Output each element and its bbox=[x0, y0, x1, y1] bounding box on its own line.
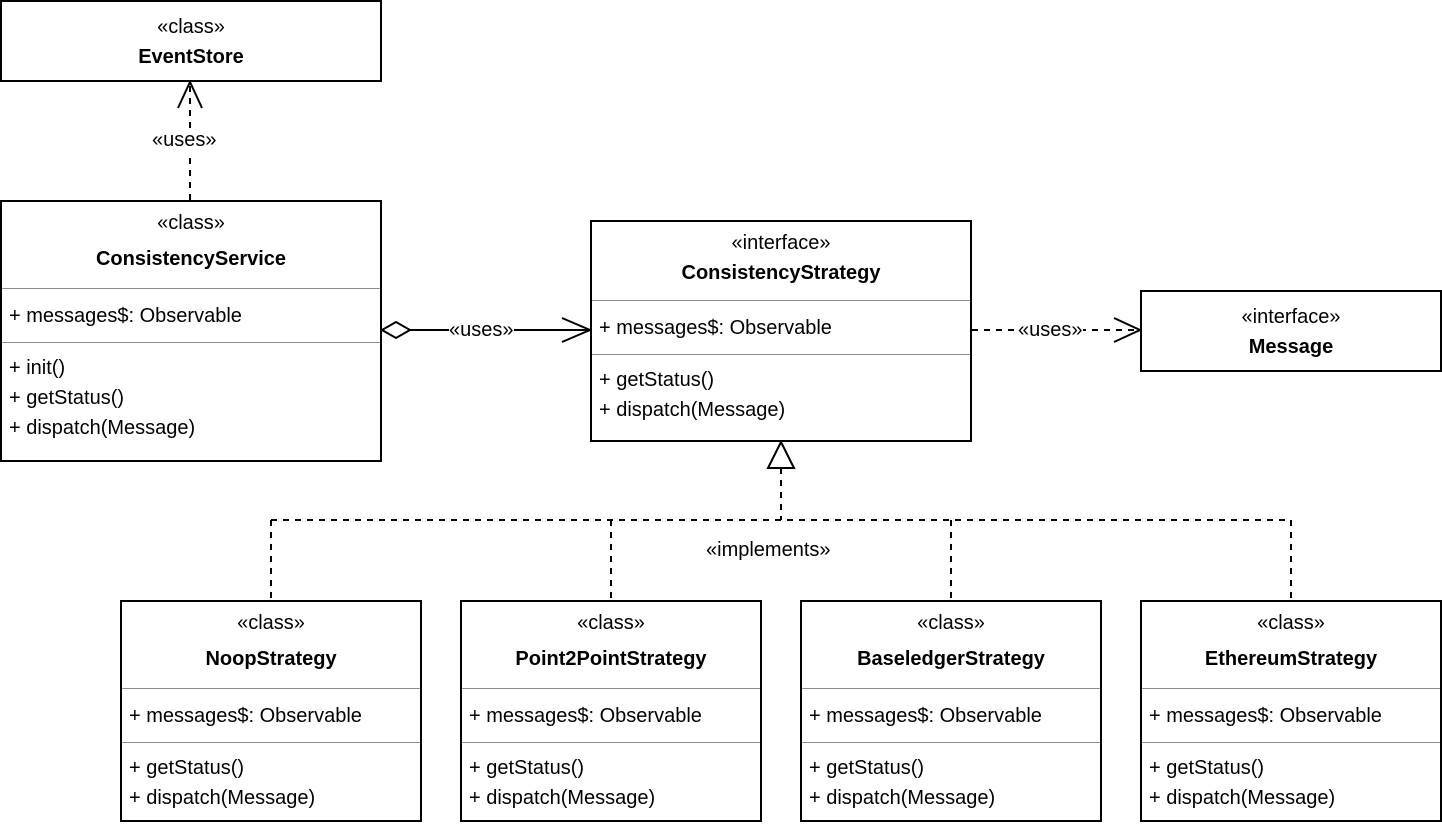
class-name: Message bbox=[1248, 336, 1334, 358]
baseledgerstrategy-class-box[interactable]: «class» BaseledgerStrategy + messages$: … bbox=[800, 600, 1102, 822]
consistencyservice-class-box[interactable]: «class» ConsistencyService + messages$: … bbox=[0, 200, 382, 462]
stereotype: «class» bbox=[577, 612, 645, 634]
method: + dispatch(Message) bbox=[809, 787, 996, 809]
ethereumstrategy-class-box[interactable]: «class» EthereumStrategy + messages$: Ob… bbox=[1140, 600, 1442, 822]
attributes-section: + messages$: Observable bbox=[2, 288, 380, 342]
method: + dispatch(Message) bbox=[9, 417, 196, 439]
methods-section: + getStatus() + dispatch(Message) bbox=[802, 742, 1100, 813]
method: + dispatch(Message) bbox=[599, 399, 786, 421]
method: + getStatus() bbox=[129, 757, 245, 779]
method: + getStatus() bbox=[9, 387, 125, 409]
methods-section: + getStatus() + dispatch(Message) bbox=[592, 354, 970, 425]
method: + dispatch(Message) bbox=[1149, 787, 1336, 809]
method: + getStatus() bbox=[809, 757, 925, 779]
class-name: ConsistencyService bbox=[95, 248, 287, 270]
methods-section: + getStatus() + dispatch(Message) bbox=[1142, 742, 1440, 813]
attribute: + messages$: Observable bbox=[809, 705, 1042, 727]
attributes-section: + messages$: Observable bbox=[592, 300, 970, 354]
class-name: EthereumStrategy bbox=[1204, 648, 1378, 670]
stereotype: «class» bbox=[157, 212, 225, 234]
methods-section: + getStatus() + dispatch(Message) bbox=[462, 742, 760, 813]
uses-message-label: «uses» bbox=[1018, 318, 1083, 342]
implements-edges bbox=[270, 439, 1292, 600]
method: + init() bbox=[9, 357, 66, 379]
attribute: + messages$: Observable bbox=[129, 705, 362, 727]
stereotype: «class» bbox=[157, 16, 225, 38]
uses-eventstore-label: «uses» bbox=[152, 128, 217, 152]
method: + getStatus() bbox=[469, 757, 585, 779]
noopstrategy-class-box[interactable]: «class» NoopStrategy + messages$: Observ… bbox=[120, 600, 422, 822]
method: + dispatch(Message) bbox=[129, 787, 316, 809]
uses-strategy-label: «uses» bbox=[449, 318, 514, 342]
uses-eventstore-edge bbox=[177, 79, 203, 200]
attributes-section: + messages$: Observable bbox=[1142, 688, 1440, 742]
stereotype: «interface» bbox=[1241, 306, 1341, 328]
method: + getStatus() bbox=[1149, 757, 1265, 779]
message-interface-box[interactable]: «interface» Message bbox=[1140, 290, 1442, 372]
attributes-section: + messages$: Observable bbox=[122, 688, 420, 742]
stereotype: «class» bbox=[917, 612, 985, 634]
method: + getStatus() bbox=[599, 369, 715, 391]
class-name: BaseledgerStrategy bbox=[857, 648, 1045, 670]
attributes-section: + messages$: Observable bbox=[802, 688, 1100, 742]
attribute: + messages$: Observable bbox=[599, 317, 832, 339]
class-name: NoopStrategy bbox=[205, 648, 337, 670]
methods-section: + getStatus() + dispatch(Message) bbox=[122, 742, 420, 813]
consistencystrategy-interface-box[interactable]: «interface» ConsistencyStrategy + messag… bbox=[590, 220, 972, 442]
methods-section: + init() + getStatus() + dispatch(Messag… bbox=[2, 342, 380, 443]
realization-triangle bbox=[766, 439, 796, 469]
attributes-section: + messages$: Observable bbox=[462, 688, 760, 742]
eventstore-class-box[interactable]: «class» EventStore bbox=[0, 0, 382, 82]
stereotype: «class» bbox=[237, 612, 305, 634]
method: + dispatch(Message) bbox=[469, 787, 656, 809]
aggregation-diamond bbox=[379, 320, 413, 340]
attribute: + messages$: Observable bbox=[1149, 705, 1382, 727]
stereotype: «class» bbox=[1257, 612, 1325, 634]
class-name: ConsistencyStrategy bbox=[681, 262, 881, 284]
implements-label: «implements» bbox=[706, 538, 831, 562]
attribute: + messages$: Observable bbox=[9, 305, 242, 327]
class-name: EventStore bbox=[138, 46, 244, 68]
stereotype: «interface» bbox=[731, 232, 831, 254]
attribute: + messages$: Observable bbox=[469, 705, 702, 727]
class-name: Point2PointStrategy bbox=[515, 648, 707, 670]
point2pointstrategy-class-box[interactable]: «class» Point2PointStrategy + messages$:… bbox=[460, 600, 762, 822]
